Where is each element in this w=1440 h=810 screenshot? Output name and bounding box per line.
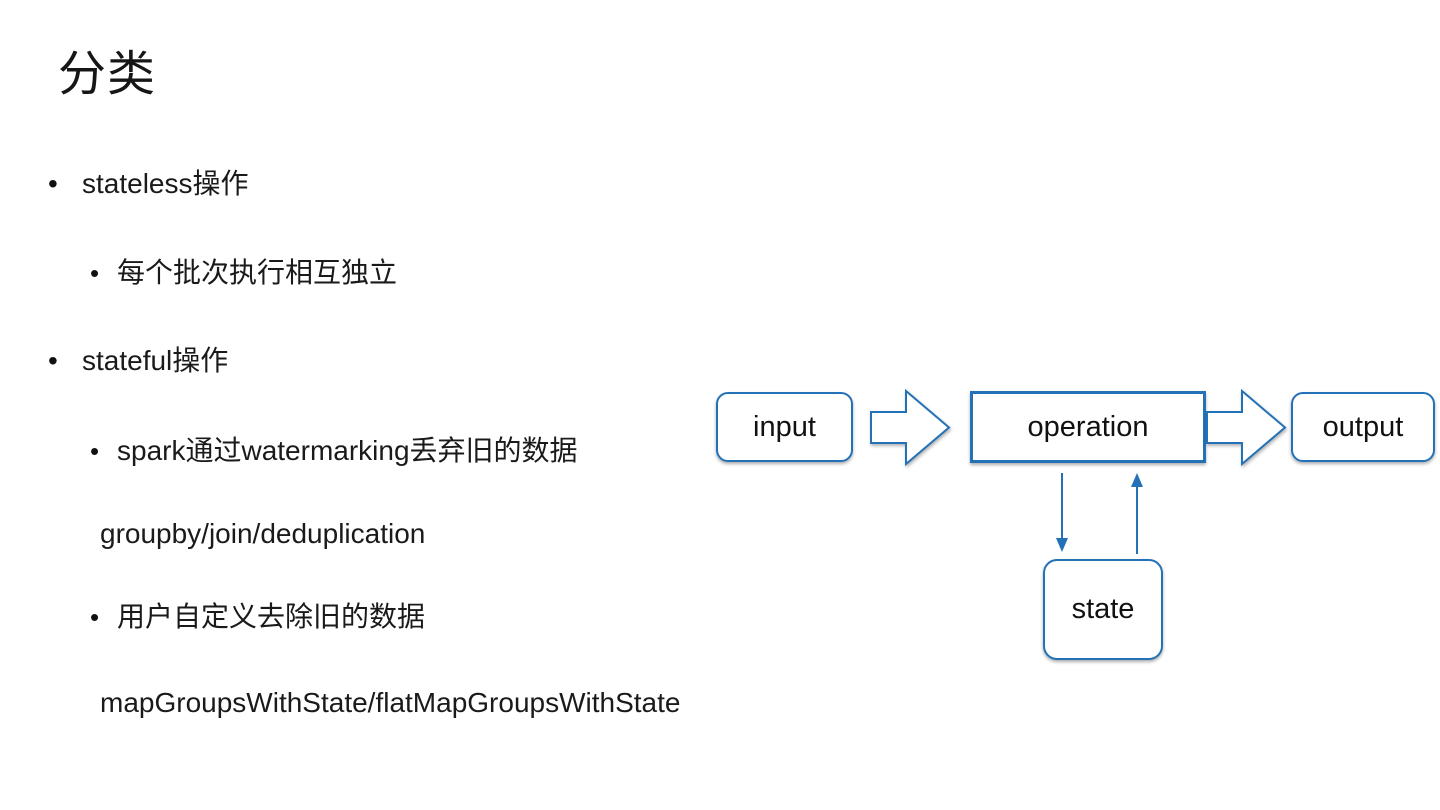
list-item-label: groupby/join/deduplication [100,518,426,549]
list-item-label: spark通过watermarking丢弃旧的数据 [117,435,578,466]
bullet-icon: • [48,345,58,376]
state-link-arrows [1056,473,1143,554]
page-title: 分类 [58,48,157,101]
bullet-icon: • [90,436,100,466]
node-label: input [753,410,816,443]
bullet-icon: • [48,168,58,199]
diagram-node-input: input [716,392,853,462]
list-item: • 每个批次执行相互独立 [90,257,397,289]
bullet-icon: • [90,602,100,632]
list-item-label: stateful操作 [82,345,229,376]
list-item: • spark通过watermarking丢弃旧的数据 [90,435,578,467]
node-label: output [1322,410,1404,443]
list-item: • stateful操作 [48,345,228,377]
node-label: state [1071,593,1135,625]
arrow-up-head-icon [1131,473,1143,487]
block-arrow-right-icon [870,389,951,466]
diagram-node-output: output [1291,392,1435,462]
list-item-label: 每个批次执行相互独立 [117,257,398,288]
list-item: • 用户自定义去除旧的数据 [90,601,425,633]
node-label: operation [1027,410,1149,443]
arrow-down-head-icon [1056,538,1068,552]
continuation-line: groupby/join/deduplication [100,518,425,550]
diagram-node-state: state [1043,559,1163,660]
list-item-label: stateless操作 [82,168,249,199]
list-item-label: mapGroupsWithState/flatMapGroupsWithStat… [100,687,681,718]
continuation-line: mapGroupsWithState/flatMapGroupsWithStat… [100,687,680,719]
diagram-node-operation: operation [970,391,1206,463]
list-item-label: 用户自定义去除旧的数据 [117,601,426,632]
list-item: • stateless操作 [48,168,249,200]
bullet-icon: • [90,258,100,288]
block-arrow-right-icon [1206,389,1287,466]
